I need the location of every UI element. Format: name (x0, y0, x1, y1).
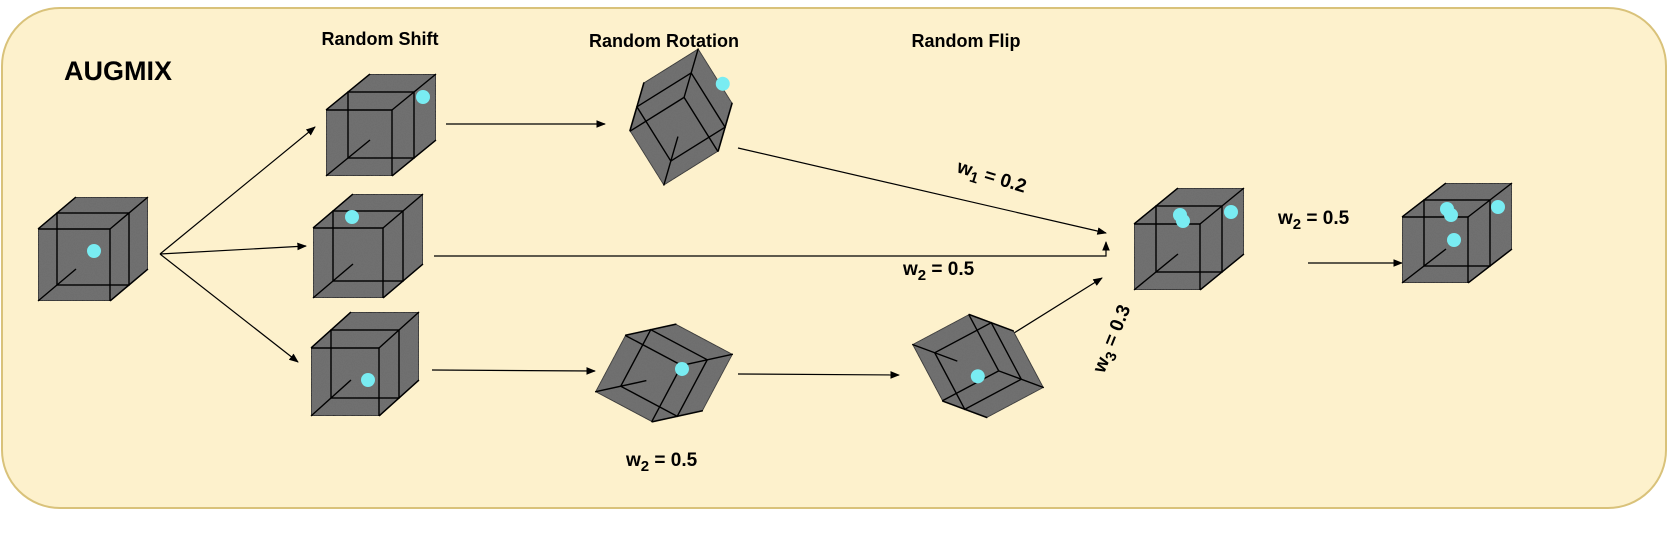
cube-shift-middle (312, 193, 424, 299)
cube-edge (663, 136, 679, 186)
stage-label-random-shift: Random Shift (322, 29, 439, 49)
cube-edge (312, 263, 354, 299)
cube-input (37, 196, 149, 302)
cube-edge (109, 268, 149, 302)
cube-marker-dot (1444, 208, 1458, 222)
svg-text:w2 = 0.5: w2 = 0.5 (625, 450, 698, 475)
cube-inner-frame (56, 212, 130, 286)
cube-inner-frame (1423, 199, 1491, 267)
cube-edge (683, 97, 719, 153)
cube-edge (382, 263, 424, 299)
arrow-shift-to-mix-middle (434, 241, 1110, 257)
cube-inner-frame (330, 329, 400, 399)
cube-marker-dot (674, 361, 689, 376)
weight-label-w2-bottom: w2 = 0.5 (625, 450, 698, 475)
stage-label-random-flip: Random Flip (912, 31, 1021, 51)
cube-marker-dot (361, 373, 375, 387)
cube-shift-bottom (310, 311, 420, 417)
cube-edge (594, 379, 647, 393)
cube-marker-dot (1176, 214, 1190, 228)
cube-edge (911, 343, 958, 362)
cube-marker-dot (970, 369, 985, 384)
cube-edge (941, 370, 1000, 402)
cube-edge (650, 365, 683, 423)
cube-edge (624, 323, 677, 337)
cube-inner-frame (1155, 205, 1223, 273)
cube-edge (717, 102, 733, 152)
cube-edge (1133, 187, 1179, 225)
cube-rotation-bottom (594, 323, 734, 423)
svg-text:w2 = 0.5: w2 = 0.5 (1277, 208, 1350, 233)
connector-arrows (159, 120, 1403, 379)
cube-edge (941, 400, 988, 419)
arrow-input-to-shift-bottom (159, 253, 299, 363)
svg-text:w2 = 0.5: w2 = 0.5 (902, 259, 975, 284)
cube-edge (37, 196, 77, 230)
cube-inner-frame (619, 328, 709, 418)
cube-edge (310, 311, 352, 349)
cube-marker-dot (715, 76, 730, 91)
arrow-input-to-shift-middle (159, 242, 307, 255)
cube-marker-dot (1224, 205, 1238, 219)
cube-edge (378, 379, 420, 417)
cube-edge (310, 379, 352, 417)
cube-edge (325, 73, 371, 111)
cube-edge (1401, 182, 1447, 218)
cube-volumes (37, 47, 1513, 423)
cube-rotation-top (629, 47, 733, 187)
cube-inner-frame (635, 71, 727, 163)
cube-edge (312, 193, 354, 229)
weight-label-w2-right: w2 = 0.5 (1277, 208, 1350, 233)
cube-marker-dot (416, 90, 430, 104)
cube-edge (651, 409, 704, 423)
cube-edge (624, 334, 682, 367)
cube-mixed (1133, 187, 1245, 291)
cube-edge (325, 139, 371, 177)
cube-edge (1133, 253, 1179, 291)
cube-inner-frame (933, 321, 1023, 411)
arrow-rotation-to-mix-top (737, 147, 1107, 235)
cube-flip (911, 313, 1045, 419)
arrow-rotation-to-flip-bottom (737, 371, 900, 379)
cube-inner-frame (347, 91, 415, 159)
diagram-title: AUGMIX (64, 56, 172, 86)
weight-label-w2-middle: w2 = 0.5 (902, 259, 975, 284)
arrow-shift-to-rotation-bottom (431, 367, 596, 375)
cube-output (1401, 182, 1513, 284)
cube-marker-dot (345, 210, 359, 224)
cube-edge (1199, 253, 1245, 291)
arrow-flip-to-mix (1013, 277, 1103, 334)
cube-marker-dot (87, 244, 101, 258)
cube-edge (629, 82, 645, 132)
cube-marker-dot (1491, 200, 1505, 214)
stage-label-random-rotation: Random Rotation (589, 31, 739, 51)
arrow-input-to-shift-top (159, 126, 316, 255)
cube-edge (1467, 248, 1513, 284)
cube-inner-frame (332, 210, 404, 282)
cube-edge (391, 139, 437, 177)
cube-edge (968, 313, 1015, 332)
cube-edge (629, 96, 685, 132)
cube-edge (1401, 248, 1447, 284)
cube-edge (37, 268, 77, 302)
cube-marker-dot (1447, 233, 1461, 247)
cube-edge (968, 314, 1000, 372)
cube-shift-top (325, 73, 437, 177)
